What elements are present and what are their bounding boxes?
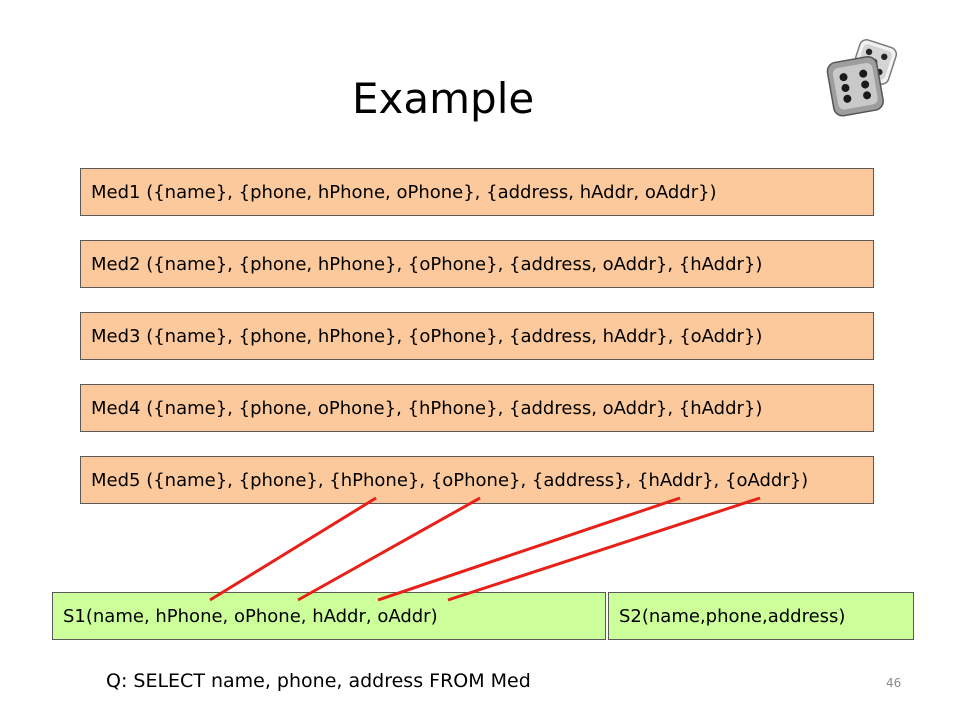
connector-ophone (297, 496, 481, 602)
mediator-box-med2: Med2 ({name}, {phone, hPhone}, {oPhone},… (80, 240, 874, 288)
mediator-box-med1: Med1 ({name}, {phone, hPhone, oPhone}, {… (80, 168, 874, 216)
connector-hphone (209, 496, 377, 602)
mediator-box-med5: Med5 ({name}, {phone}, {hPhone}, {oPhone… (80, 456, 874, 504)
dice-icon (826, 39, 898, 117)
query-text: Q: SELECT name, phone, address FROM Med (106, 670, 531, 692)
connector-oaddr (447, 496, 761, 602)
mediator-box-med3: Med3 ({name}, {phone, hPhone}, {oPhone},… (80, 312, 874, 360)
connector-haddr (377, 496, 681, 602)
page-number: 46 (886, 676, 902, 690)
source-box-s1: S1(name, hPhone, oPhone, hAddr, oAddr) (52, 592, 606, 640)
slide-title: Example (352, 74, 535, 123)
mediator-box-med4: Med4 ({name}, {phone, oPhone}, {hPhone},… (80, 384, 874, 432)
source-box-s2: S2(name,phone,address) (608, 592, 914, 640)
